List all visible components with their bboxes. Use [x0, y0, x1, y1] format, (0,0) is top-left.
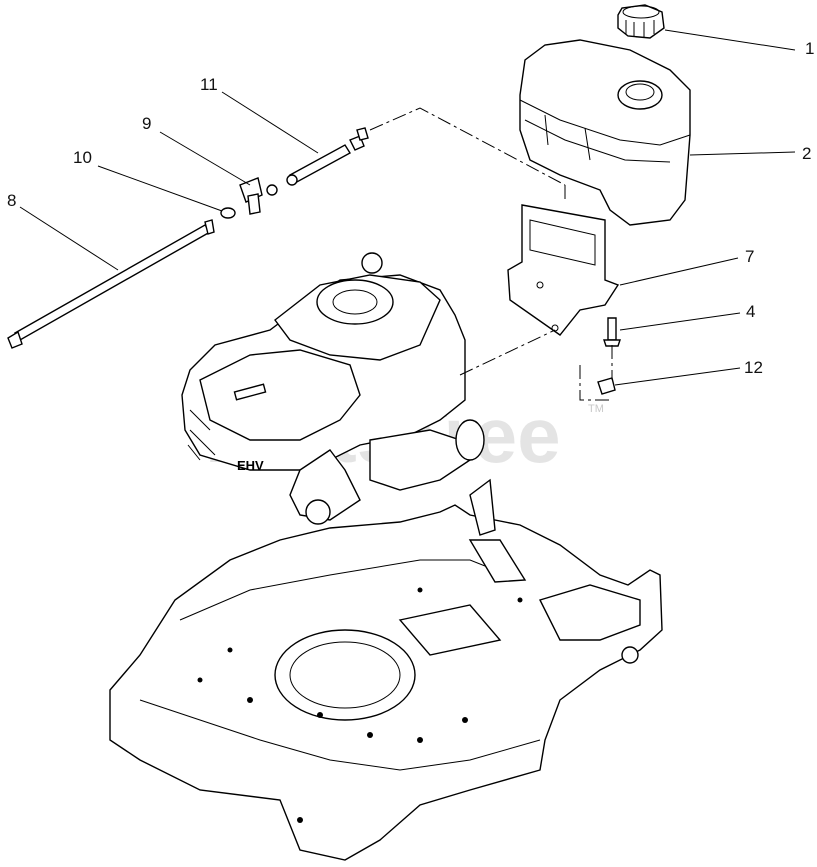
assembly-lines	[369, 107, 613, 401]
svg-text:EHV: EHV	[237, 458, 264, 473]
watermark-tm: TM	[588, 403, 604, 415]
tank-bracket	[507, 204, 620, 336]
callout-labels: 1 2 7 4 12 11 9 10 8	[7, 39, 814, 377]
mower-deck	[109, 478, 663, 861]
callout-9: 9	[142, 114, 151, 133]
fuel-tank	[519, 39, 691, 226]
callout-1: 1	[805, 39, 814, 58]
nut-12	[597, 377, 616, 395]
leader-lines	[19, 29, 796, 386]
callout-2: 2	[802, 144, 811, 163]
fuel-cap	[617, 4, 665, 39]
fuel-valve-9	[239, 177, 278, 215]
callout-8: 8	[7, 191, 16, 210]
fuel-line-8	[7, 219, 215, 349]
clamp-10	[220, 207, 236, 219]
callout-7: 7	[745, 247, 754, 266]
callout-10: 10	[73, 148, 92, 167]
fuel-line-11	[286, 127, 369, 186]
callout-11: 11	[200, 75, 218, 94]
engine: EHV	[181, 252, 485, 525]
callout-12: 12	[744, 358, 763, 377]
bolt-4	[603, 317, 621, 347]
callout-4: 4	[746, 302, 755, 321]
